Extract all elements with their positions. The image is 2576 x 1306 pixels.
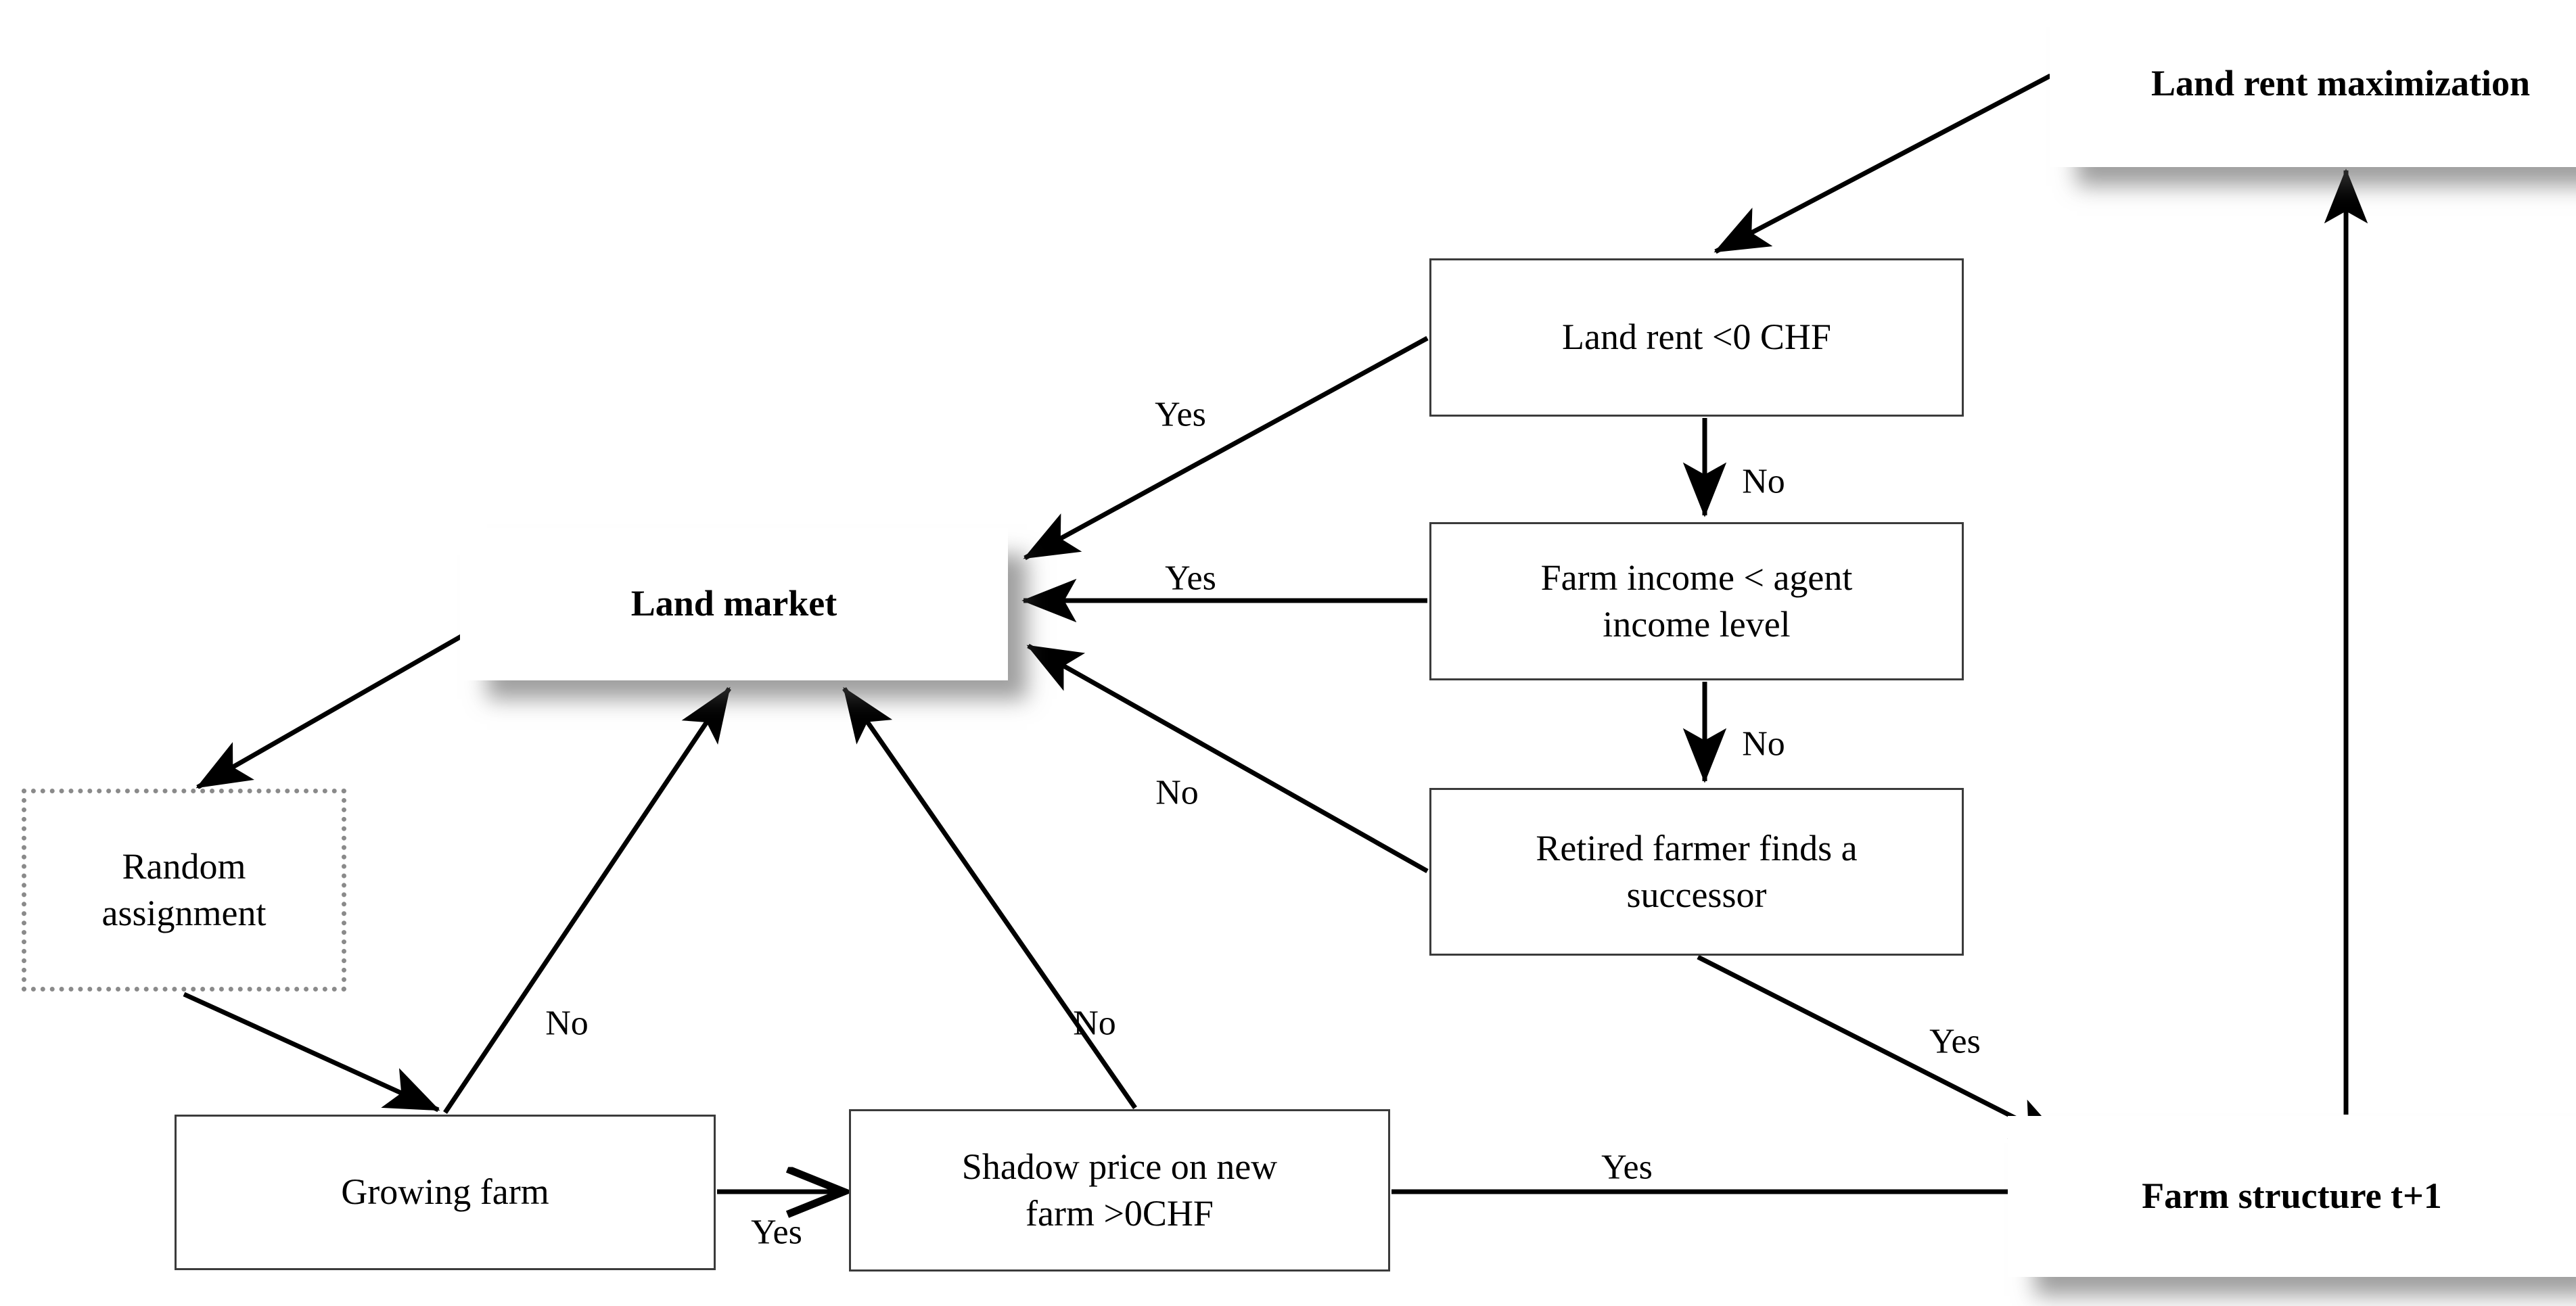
node-label: Land rent <0 CHF: [1562, 317, 1831, 358]
edge-label-shadow-price-yes: Yes: [1601, 1148, 1653, 1187]
node-retired-farmer-successor[interactable]: Retired farmer finds a successor: [1429, 788, 1964, 956]
edge-label-growing-farm-yes: Yes: [751, 1213, 802, 1252]
node-label: Retired farmer finds a successor: [1536, 827, 1858, 915]
node-label: Shadow price on new farm >0CHF: [961, 1146, 1278, 1234]
edge-retired-no-to-market: [1026, 643, 1429, 874]
node-label: Land rent maximization: [2150, 62, 2530, 103]
edge-growing-farm-no-to-market: [443, 686, 731, 1114]
edge-label-shadow-price-no: No: [1073, 1004, 1116, 1043]
edge-random-assignment-to-growing-farm: [183, 992, 440, 1113]
node-label: Land market: [630, 583, 837, 624]
edge-label-land-rent-no: No: [1742, 462, 1785, 501]
node-land-rent-maximization[interactable]: Land rent maximization: [2050, 0, 2576, 167]
edge-land-rent-yes-to-market: [1023, 335, 1429, 561]
edge-shadow-price-no-to-market: [842, 686, 1137, 1109]
node-farm-structure-next[interactable]: Farm structure t+1: [2008, 1116, 2576, 1277]
node-shadow-price-new-farm[interactable]: Shadow price on new farm >0CHF: [849, 1109, 1390, 1272]
node-land-market[interactable]: Land market: [460, 528, 1008, 680]
edge-label-land-rent-yes: Yes: [1155, 395, 1206, 434]
edge-label-retired-yes: Yes: [1929, 1022, 1981, 1061]
node-label: Random assignment: [101, 845, 267, 933]
edge-label-retired-no: No: [1155, 773, 1199, 812]
node-label: Farm income < agent income level: [1540, 557, 1853, 645]
node-label: Growing farm: [341, 1171, 549, 1213]
node-random-assignment[interactable]: Random assignment: [22, 789, 346, 992]
edge-label-growing-farm-no: No: [545, 1004, 589, 1043]
node-farm-income-below-agent[interactable]: Farm income < agent income level: [1429, 522, 1964, 680]
node-growing-farm[interactable]: Growing farm: [175, 1115, 716, 1270]
node-land-rent-below-zero[interactable]: Land rent <0 CHF: [1429, 258, 1964, 417]
edge-label-farm-income-yes: Yes: [1165, 559, 1216, 598]
edge-retired-yes-to-farm-structure: [1697, 954, 2067, 1146]
node-label: Farm structure t+1: [2142, 1175, 2442, 1217]
edge-label-farm-income-no: No: [1742, 724, 1785, 764]
edge-maximization-to-land-rent: [1714, 73, 2052, 254]
